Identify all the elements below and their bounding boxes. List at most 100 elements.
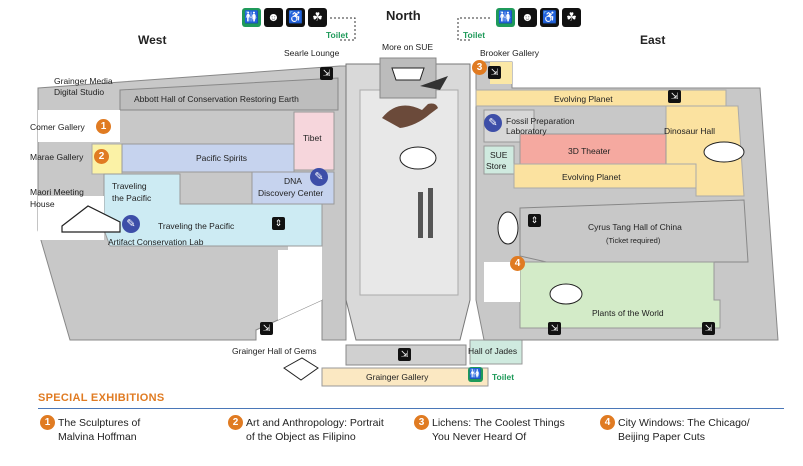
baby-changing-icon: ☻ — [264, 8, 283, 27]
room-grainger-gallery: Grainger Gallery — [366, 372, 429, 382]
lion-statue-drawing — [497, 211, 519, 245]
exhibition-badge: 3 — [414, 415, 429, 430]
room-cyrus-tang: Cyrus Tang Hall of China — [588, 222, 682, 232]
tibet-room — [293, 111, 335, 171]
traveling-pacific-room — [103, 173, 323, 247]
room-fossil-lab-1: Fossil Preparation — [506, 116, 575, 126]
exhibition-line1: The Sculptures of — [58, 417, 141, 429]
evolving-planet-top — [475, 89, 727, 107]
room-marae-gallery: Marae Gallery — [30, 152, 84, 162]
exhibition-line2: of the Object as Filipino — [246, 431, 356, 443]
evolving-planet-mid — [513, 163, 697, 189]
room-plants-world: Plants of the World — [592, 308, 664, 318]
room-3d-theater: 3D Theater — [568, 146, 611, 156]
map-badge-3: 3 — [472, 60, 487, 75]
water-fountain-icon: ☘ — [562, 8, 581, 27]
trex-drawing — [382, 103, 438, 128]
room-more-on-sue: More on SUE — [382, 42, 434, 52]
toilet-connector-left — [330, 17, 356, 41]
interactive-station-icon: ✎ — [310, 168, 328, 186]
room-searle-lounge: Searle Lounge — [284, 48, 340, 58]
plants-room — [519, 261, 721, 329]
compass-west: West — [138, 33, 167, 47]
room-sue-store-2: Store — [486, 161, 507, 171]
stairs-icon: ⇲ — [320, 67, 333, 80]
special-exhibitions-title: SPECIAL EXHIBITIONS — [38, 392, 165, 404]
exhibition-badge: 4 — [600, 415, 615, 430]
west-corridor — [278, 250, 322, 320]
interactive-station-icon: ✎ — [484, 114, 502, 132]
abbott-hall — [119, 77, 339, 111]
compass-north: North — [386, 8, 421, 23]
restroom-icon: 🚻 — [468, 367, 483, 382]
pteranodon-drawing — [420, 76, 448, 90]
exhibition-line2: You Never Heard Of — [432, 431, 527, 443]
toilet-label-left: Toilet — [326, 30, 349, 40]
interactive-station-icon: ✎ — [122, 215, 140, 233]
triceratops-drawing — [703, 141, 745, 163]
maori-house-drawing — [61, 205, 121, 233]
sue-store-room — [483, 145, 515, 175]
map-badge-2: 2 — [94, 149, 109, 164]
room-dna-1: DNA — [284, 176, 302, 186]
elevator-icon: ⇕ — [528, 214, 541, 227]
stairs-icon: ⇲ — [548, 322, 561, 335]
totem-2 — [428, 188, 433, 238]
restroom-icon: 🚻 — [496, 8, 515, 27]
exhibition-line2: Malvina Hoffman — [58, 431, 137, 443]
stairs-icon: ⇲ — [260, 322, 273, 335]
room-traveling-pacific-1: Traveling — [112, 181, 147, 191]
3d-theater-room — [519, 133, 667, 165]
room-brooker-gallery: Brooker Gallery — [480, 48, 540, 58]
totem-1 — [418, 192, 423, 238]
wheelchair-icon: ♿ — [540, 8, 559, 27]
compass-east: East — [640, 33, 666, 47]
room-ticket-required: (Ticket required) — [606, 236, 661, 245]
hall-of-jades-room — [469, 339, 523, 365]
wheelchair-icon: ♿ — [286, 8, 305, 27]
room-pacific-spirits: Pacific Spirits — [196, 153, 248, 163]
exhibition-line1: City Windows: The Chicago/ — [618, 417, 750, 429]
room-grainger-media-1: Grainger Media — [54, 76, 113, 86]
room-fossil-lab-2: Laboratory — [506, 126, 547, 136]
exhibition-line1: Art and Anthropology: Portrait — [246, 417, 384, 429]
gem-drawing — [283, 357, 319, 381]
special-exhibitions-header: SPECIAL EXHIBITIONS — [38, 392, 784, 409]
room-sue-store-1: SUE — [490, 150, 508, 160]
room-traveling-pacific-west: Traveling the Pacific — [158, 221, 235, 231]
stairs-icon: ⇲ — [702, 322, 715, 335]
room-tibet: Tibet — [303, 133, 322, 143]
room-evolving-planet-mid: Evolving Planet — [562, 172, 621, 182]
toilet-label-right: Toilet — [463, 30, 486, 40]
room-traveling-pacific-2: the Pacific — [112, 193, 152, 203]
exhibition-badge: 1 — [40, 415, 55, 430]
room-dinosaur-hall: Dinosaur Hall — [664, 126, 716, 136]
exhibition-badge: 2 — [228, 415, 243, 430]
elephant-drawing — [399, 146, 437, 170]
room-grainger-media-2: Digital Studio — [54, 87, 105, 97]
grainger-gallery-room — [321, 367, 489, 387]
divider — [38, 408, 784, 409]
room-evolving-planet-top: Evolving Planet — [554, 94, 613, 104]
room-grainger-gems: Grainger Hall of Gems — [232, 346, 317, 356]
map-badge-1: 1 — [96, 119, 111, 134]
room-hall-of-jades: Hall of Jades — [468, 346, 518, 356]
room-maori-2: House — [30, 199, 55, 209]
stairs-icon: ⇲ — [488, 66, 501, 79]
room-abbott-hall: Abbott Hall of Conservation Restoring Ea… — [134, 94, 299, 104]
room-dna-2: Discovery Center — [258, 188, 324, 198]
flower-drawing — [549, 283, 583, 305]
stairs-icon: ⇲ — [398, 348, 411, 361]
elevator-icon: ⇕ — [272, 217, 285, 230]
exhibition-line2: Beijing Paper Cuts — [618, 431, 705, 443]
water-fountain-icon: ☘ — [308, 8, 327, 27]
toilet-connector-right — [457, 17, 490, 41]
room-comer-gallery: Comer Gallery — [30, 122, 85, 132]
sue-skull-drawing — [391, 67, 425, 81]
toilet-label-bottom: Toilet — [492, 372, 515, 382]
room-artifact-lab: Artifact Conservation Lab — [108, 237, 204, 247]
